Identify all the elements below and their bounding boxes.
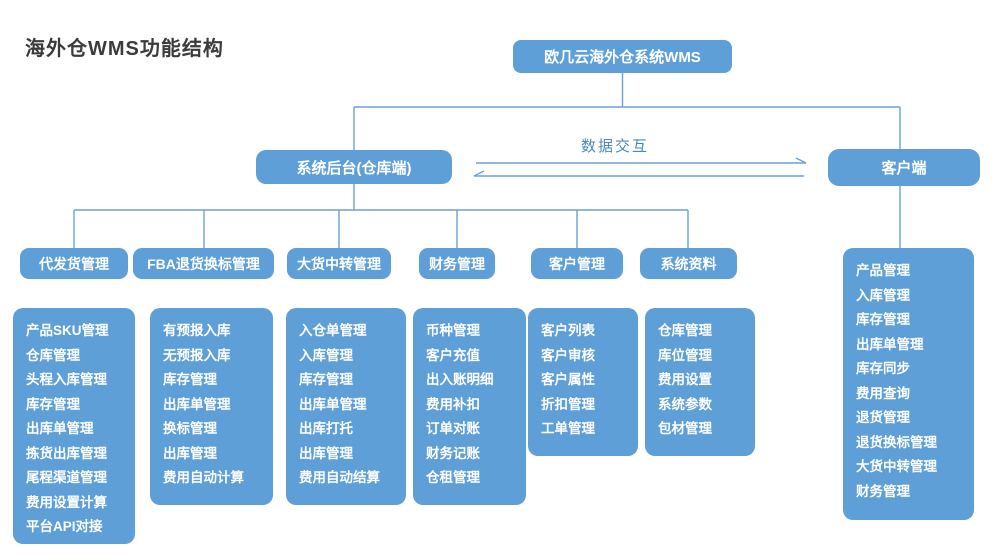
panel-item: 退货管理 <box>856 410 910 425</box>
panel-item: 换标管理 <box>163 421 217 436</box>
panel-item: 尾程渠道管理 <box>26 470 107 485</box>
client-node: 客户端 <box>828 149 980 186</box>
panel-item: 财务记账 <box>426 445 480 461</box>
panel-item: 包材管理 <box>658 421 712 436</box>
panel-item: 无预报入库 <box>163 347 231 363</box>
panel-item: 有预报入库 <box>163 323 231 338</box>
panel-item: 入库管理 <box>856 287 910 303</box>
panel-item: 平台API对接 <box>26 519 103 534</box>
panel-item: 库存同步 <box>856 361 910 376</box>
panel-dropship-features: 产品SKU管理仓库管理头程入库管理库存管理出库单管理拣货出库管理尾程渠道管理费用… <box>13 308 135 544</box>
panel-item: 出库管理 <box>299 445 353 461</box>
panel-item: 出库单管理 <box>163 396 231 412</box>
panel-item: 系统参数 <box>658 396 712 412</box>
panel-item: 折扣管理 <box>541 396 595 412</box>
panel-fba-relabel-features: 有预报入库无预报入库库存管理出库单管理换标管理出库管理费用自动计算 <box>150 308 273 505</box>
panel-item: 工单管理 <box>541 421 595 436</box>
panel-item: 出库单管理 <box>856 336 924 352</box>
panel-finance-features: 币种管理客户充值出入账明细费用补扣订单对账财务记账仓租管理 <box>413 308 526 505</box>
panel-item: 出入账明细 <box>426 372 494 387</box>
backend-node: 系统后台(仓库端) <box>256 150 452 184</box>
panel-item: 客户审核 <box>541 347 595 363</box>
panel-system-data-features: 仓库管理库位管理费用设置系统参数包材管理 <box>645 308 755 456</box>
panel-item: 拣货出库管理 <box>26 445 107 461</box>
page-title: 海外仓WMS功能结构 <box>25 38 224 60</box>
panel-item: 产品管理 <box>856 263 910 278</box>
panel-item: 费用设置计算 <box>26 494 107 510</box>
panel-client-features: 产品管理入库管理库存管理出库单管理库存同步费用查询退货管理退货换标管理大货中转管… <box>843 248 974 520</box>
module-box-bulk-transit: 大货中转管理 <box>287 248 391 279</box>
panel-item: 出库管理 <box>163 445 217 461</box>
module-box-system-data: 系统资料 <box>640 248 737 279</box>
panel-item: 费用补扣 <box>426 396 480 412</box>
panel-item: 仓库管理 <box>658 323 712 338</box>
module-box-dropship: 代发货管理 <box>20 248 128 279</box>
panel-item: 退货换标管理 <box>856 434 937 450</box>
panel-item: 库存管理 <box>26 396 80 412</box>
panel-item: 出库打托 <box>299 421 353 436</box>
panel-customer-features: 客户列表客户审核客户属性折扣管理工单管理 <box>528 308 638 456</box>
panel-item: 客户属性 <box>541 372 595 387</box>
arrowhead-left <box>473 170 485 177</box>
panel-item: 入仓单管理 <box>299 323 367 338</box>
module-box-customer: 客户管理 <box>531 248 623 279</box>
panel-item: 客户充值 <box>426 347 480 363</box>
panel-item: 产品SKU管理 <box>26 323 109 338</box>
panel-item: 费用自动结算 <box>299 470 380 485</box>
module-box-finance: 财务管理 <box>419 248 495 279</box>
panel-item: 费用设置 <box>658 372 712 387</box>
panel-item: 库位管理 <box>658 347 712 363</box>
panel-item: 费用自动计算 <box>163 470 244 485</box>
panel-item: 头程入库管理 <box>26 372 107 387</box>
panel-item: 库存管理 <box>299 372 353 387</box>
panel-item: 库存管理 <box>856 312 910 327</box>
arrowhead-right <box>795 157 807 164</box>
panel-item: 出库单管理 <box>26 421 94 436</box>
panel-item: 仓租管理 <box>426 470 480 485</box>
module-box-fba-relabel: FBA退货换标管理 <box>133 248 274 279</box>
panel-item: 客户列表 <box>541 323 595 338</box>
panel-item: 大货中转管理 <box>856 459 937 474</box>
root-node: 欧几云海外仓系统WMS <box>513 40 732 73</box>
panel-bulk-transit-features: 入仓单管理入库管理库存管理出库单管理出库打托出库管理费用自动结算 <box>286 308 406 505</box>
panel-item: 仓库管理 <box>26 347 80 363</box>
data-exchange-label: 数据交互 <box>580 137 649 155</box>
panel-item: 订单对账 <box>426 421 480 436</box>
panel-item: 币种管理 <box>426 323 480 338</box>
panel-item: 费用查询 <box>856 385 910 401</box>
panel-item: 出库单管理 <box>299 396 367 412</box>
panel-item: 库存管理 <box>163 372 217 387</box>
panel-item: 财务管理 <box>856 483 910 499</box>
panel-item: 入库管理 <box>299 347 353 363</box>
